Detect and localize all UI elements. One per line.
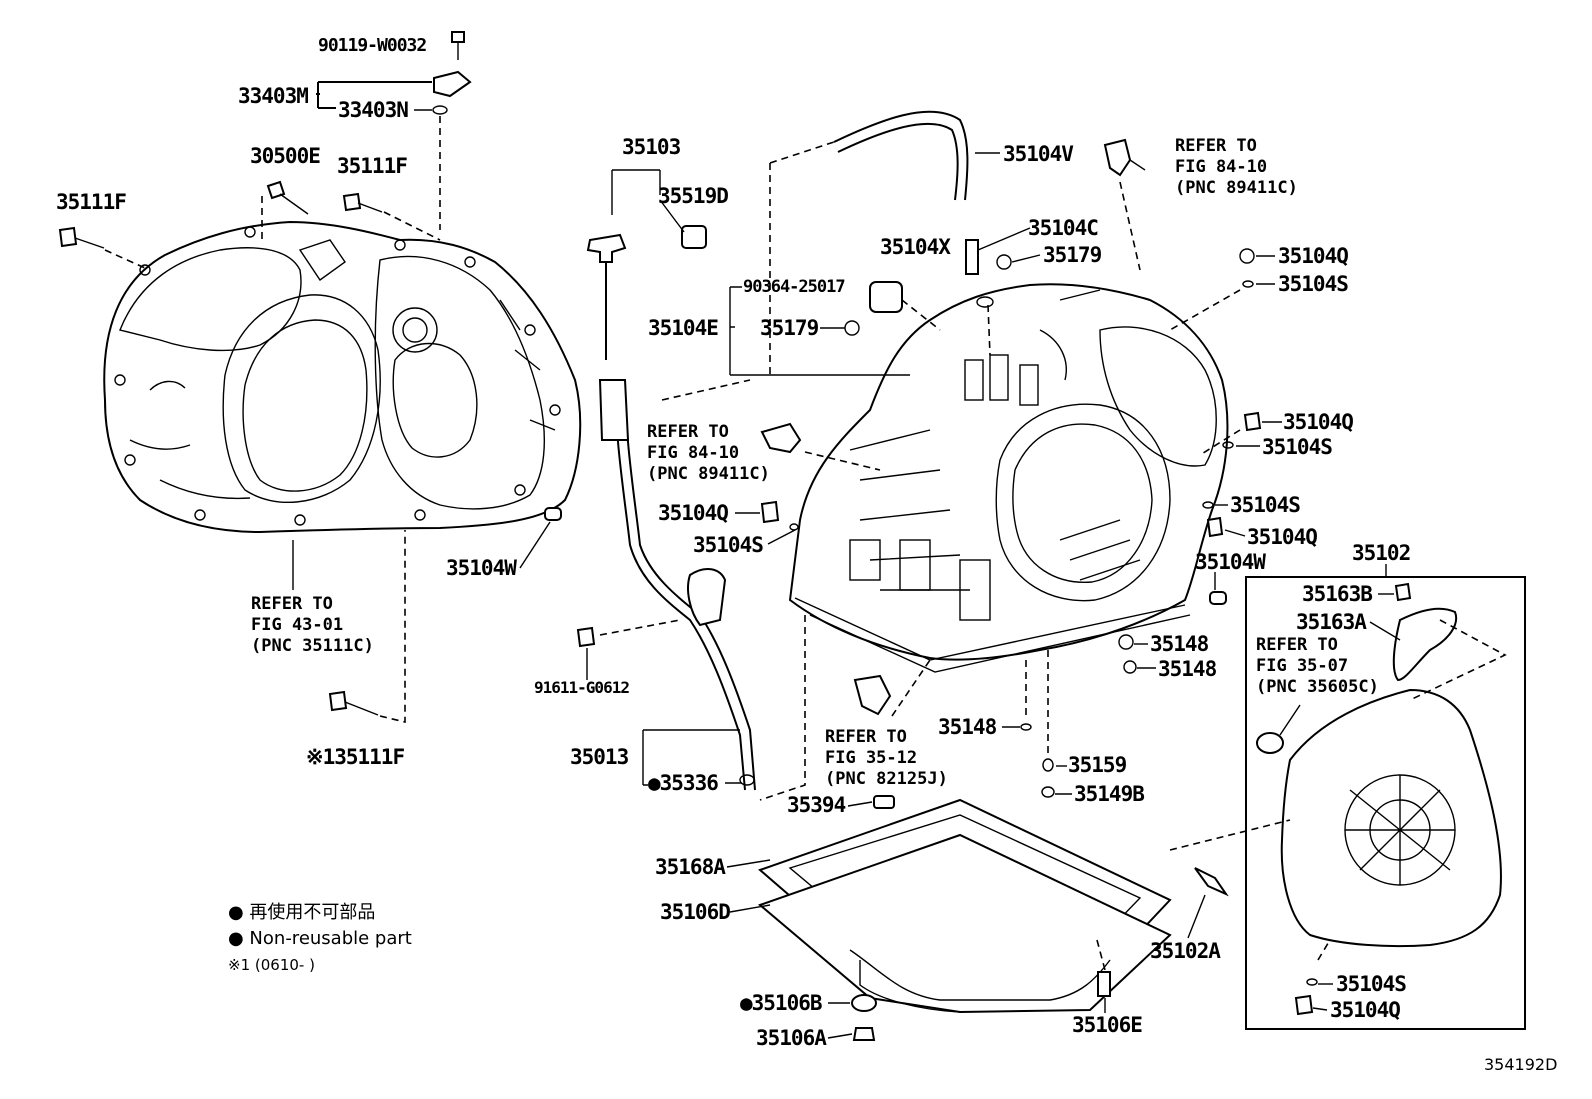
part-label-35104c: 35104C — [1028, 216, 1099, 240]
refer-label-fig-84-10-center: REFER TO FIG 84-10 (PNC 89411C) — [647, 422, 770, 484]
part-label-35111f-left: 35111F — [56, 190, 127, 214]
part-label-35104x: 35104X — [880, 235, 951, 259]
part-label-35179-right: 35179 — [1043, 243, 1102, 267]
part-label-35104s-2: 35104S — [1262, 435, 1333, 459]
part-label-35148-3: 35148 — [938, 715, 997, 739]
part-label-30500e: 30500E — [250, 144, 321, 168]
refer-label-fig-35-07: REFER TO FIG 35-07 (PNC 35605C) — [1256, 635, 1379, 697]
part-label-35111f-note: ※135111F — [306, 745, 405, 769]
transaxle-case — [788, 283, 1229, 673]
part-label-35102: 35102 — [1352, 541, 1411, 565]
part-label-35104v: 35104V — [1003, 142, 1074, 166]
transaxle-housing — [103, 220, 582, 534]
part-label-35104q-2: 35104Q — [1283, 410, 1354, 434]
part-label-35013: 35013 — [570, 745, 629, 769]
part-label-35111f-top: 35111F — [337, 154, 408, 178]
part-label-35106b: ●35106B — [740, 991, 823, 1015]
part-label-35168a: 35168A — [655, 855, 726, 879]
part-label-35104q-3: 35104Q — [1247, 525, 1318, 549]
part-label-35149b: 35149B — [1074, 782, 1145, 806]
part-label-35106e: 35106E — [1072, 1013, 1143, 1037]
dipstick-and-tube — [586, 225, 756, 791]
leader-lines — [292, 81, 1401, 1039]
part-label-35104s-3: 35104S — [1230, 493, 1301, 517]
fasteners — [58, 31, 1412, 1041]
legend-non-reusable-en: ● Non-reusable part — [228, 928, 412, 949]
part-label-35104w-left: 35104W — [446, 556, 517, 580]
part-label-35336: ●35336 — [648, 771, 719, 795]
part-label-90119-w0032: 90119-W0032 — [318, 35, 427, 56]
part-label-33403m: 33403M — [238, 84, 309, 108]
part-label-35104w-right: 35104W — [1195, 550, 1266, 574]
part-label-35159: 35159 — [1068, 753, 1127, 777]
part-label-35104q-1: 35104Q — [1278, 244, 1349, 268]
part-label-35103: 35103 — [622, 135, 681, 159]
part-label-35104s-bottom: 35104S — [1336, 972, 1407, 996]
part-label-35106a: 35106A — [756, 1026, 827, 1050]
assembly-dashed-lines — [104, 116, 1507, 971]
part-label-35104q-center: 35104Q — [658, 501, 729, 525]
part-label-33403n: 33403N — [338, 98, 409, 122]
part-label-35179-left: 35179 — [760, 316, 819, 340]
part-label-35148-2: 35148 — [1158, 657, 1217, 681]
part-label-35163a: 35163A — [1296, 610, 1367, 634]
part-label-35394: 35394 — [787, 793, 846, 817]
part-label-35106d: 35106D — [660, 900, 731, 924]
refer-label-fig-35-12: REFER TO FIG 35-12 (PNC 82125J) — [825, 727, 948, 789]
part-label-35104s-1: 35104S — [1278, 272, 1349, 296]
part-label-91611-g0612: 91611-G0612 — [534, 678, 630, 697]
part-label-35163b: 35163B — [1302, 582, 1373, 606]
part-label-35148-1: 35148 — [1150, 632, 1209, 656]
legend-note-1: ※1 (0610- ) — [228, 956, 315, 974]
part-label-35104q-bottom: 35104Q — [1330, 998, 1401, 1022]
refer-label-fig-43-01: REFER TO FIG 43-01 (PNC 35111C) — [251, 594, 374, 656]
legend-non-reusable-jp: ● 再使用不可部品 — [228, 902, 376, 923]
part-label-35519d: 35519D — [658, 184, 729, 208]
figure-code: 354192D — [1484, 1055, 1558, 1074]
refer-label-fig-84-10-top: REFER TO FIG 84-10 (PNC 89411C) — [1175, 136, 1298, 198]
part-label-35104e: 35104E — [648, 316, 719, 340]
part-label-35104s-center: 35104S — [693, 533, 764, 557]
part-label-35102a: 35102A — [1150, 939, 1221, 963]
part-label-90364-25017: 90364-25017 — [743, 277, 846, 297]
